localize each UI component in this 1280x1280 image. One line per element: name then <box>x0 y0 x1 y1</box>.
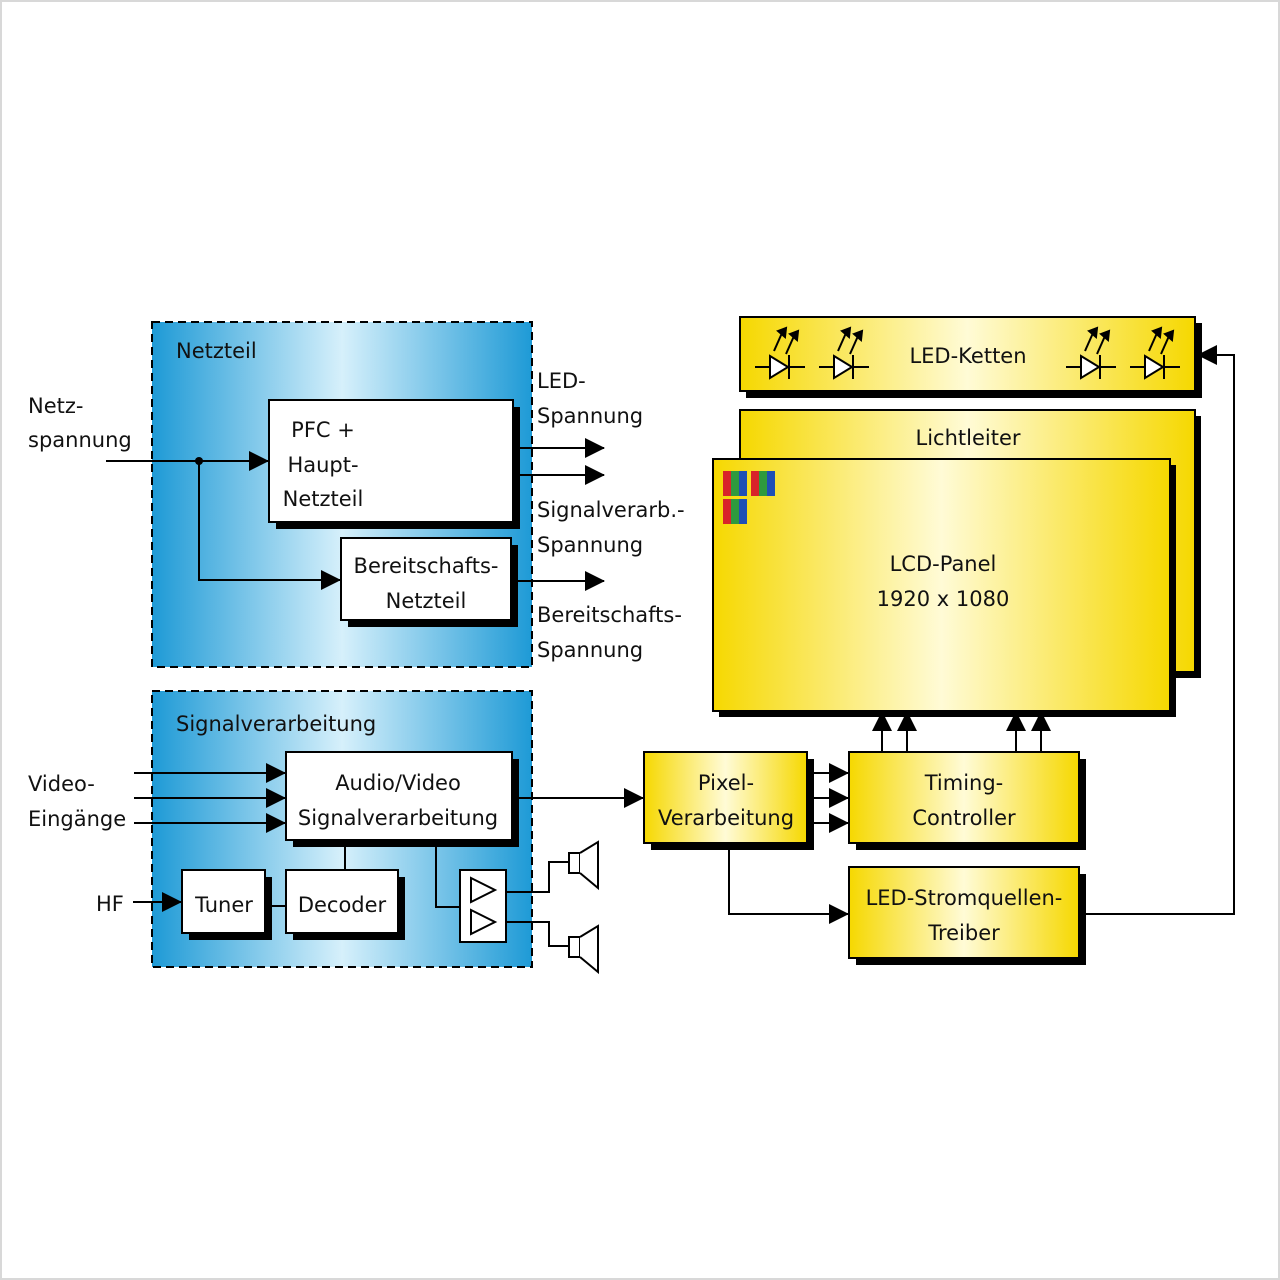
bereitschaft-label-2: Netzteil <box>386 589 467 613</box>
pfc-label-3: Netzteil <box>283 487 364 511</box>
speaker-icon <box>568 924 599 975</box>
group-signalverarbeitung: Signalverarbeitung Audio/Video Signalver… <box>151 690 533 968</box>
decoder-label: Decoder <box>298 893 387 917</box>
pfc-label-1: PFC + <box>291 418 355 442</box>
lcd-panel-label-2: 1920 x 1080 <box>877 587 1010 611</box>
signal-spannung-label-2: Spannung <box>537 533 643 557</box>
bereitschaft-label-1: Bereitschafts- <box>354 554 499 578</box>
amplifier-block <box>459 869 507 943</box>
hf-label: HF <box>96 892 124 916</box>
led-diode-icon <box>1066 326 1116 380</box>
led-stromquellen-treiber-block <box>848 866 1080 959</box>
led-spannung-label-2: Spannung <box>537 404 643 428</box>
treiber-label-2: Treiber <box>927 921 1000 945</box>
lcd-panel-label-1: LCD-Panel <box>890 552 997 576</box>
netzspannung-label-2: spannung <box>28 428 132 452</box>
netzteil-label: Netzteil <box>176 339 257 363</box>
timing-controller-block <box>848 751 1080 844</box>
rgb-pixel-icon <box>723 471 775 524</box>
led-spannung-label-1: LED- <box>537 369 586 393</box>
signalverarbeitung-label: Signalverarbeitung <box>176 712 376 736</box>
lcd-panel-block <box>712 458 1171 712</box>
treiber-label-1: LED-Stromquellen- <box>866 886 1063 910</box>
decoder-block <box>285 869 399 934</box>
led-diode-icon <box>1130 326 1180 380</box>
pixel-label-1: Pixel- <box>698 771 754 795</box>
led-diode-icon <box>819 326 869 380</box>
led-ketten-label: LED-Ketten <box>909 344 1026 368</box>
standby-wire <box>198 461 341 590</box>
bereitschafts-spannung-label-1: Bereitschafts- <box>537 603 682 627</box>
timing-label-1: Timing- <box>924 771 1004 795</box>
netzspannung-label-1: Netz- <box>28 394 83 418</box>
av-label-2: Signalverarbeitung <box>298 806 498 830</box>
speaker-icon <box>568 840 599 891</box>
tuner-block <box>181 869 266 934</box>
video-label-2: Eingänge <box>28 807 126 831</box>
bereitschafts-netzteil-block <box>340 537 512 621</box>
tuner-label: Tuner <box>194 893 253 917</box>
amp-triangle-icon <box>470 908 498 936</box>
timing-label-2: Controller <box>912 806 1016 830</box>
treiber-led-wire <box>1079 345 1235 915</box>
pfc-block <box>268 399 514 523</box>
pixel-verarbeitung-block <box>643 751 808 844</box>
speaker-wire <box>506 861 569 893</box>
signal-spannung-label-1: Signalverarb.- <box>537 498 685 522</box>
av-label-1: Audio/Video <box>335 771 461 795</box>
av-amp-wire <box>435 840 460 908</box>
audio-video-block <box>285 751 513 841</box>
bereitschafts-spannung-label-2: Spannung <box>537 638 643 662</box>
led-ketten-block <box>739 316 1196 392</box>
group-netzteil: Netzteil PFC + Haupt- Netzteil Bereitsch… <box>151 321 533 668</box>
lichtleiter-label: Lichtleiter <box>916 426 1021 450</box>
led-diode-icon <box>755 326 805 380</box>
pixel-label-2: Verarbeitung <box>658 806 794 830</box>
amp-triangle-icon <box>470 876 498 904</box>
video-label-1: Video- <box>28 772 95 796</box>
speaker-wire <box>506 921 569 947</box>
pixel-treiber-wire <box>728 843 849 924</box>
pfc-label-2: Haupt- <box>287 453 358 477</box>
